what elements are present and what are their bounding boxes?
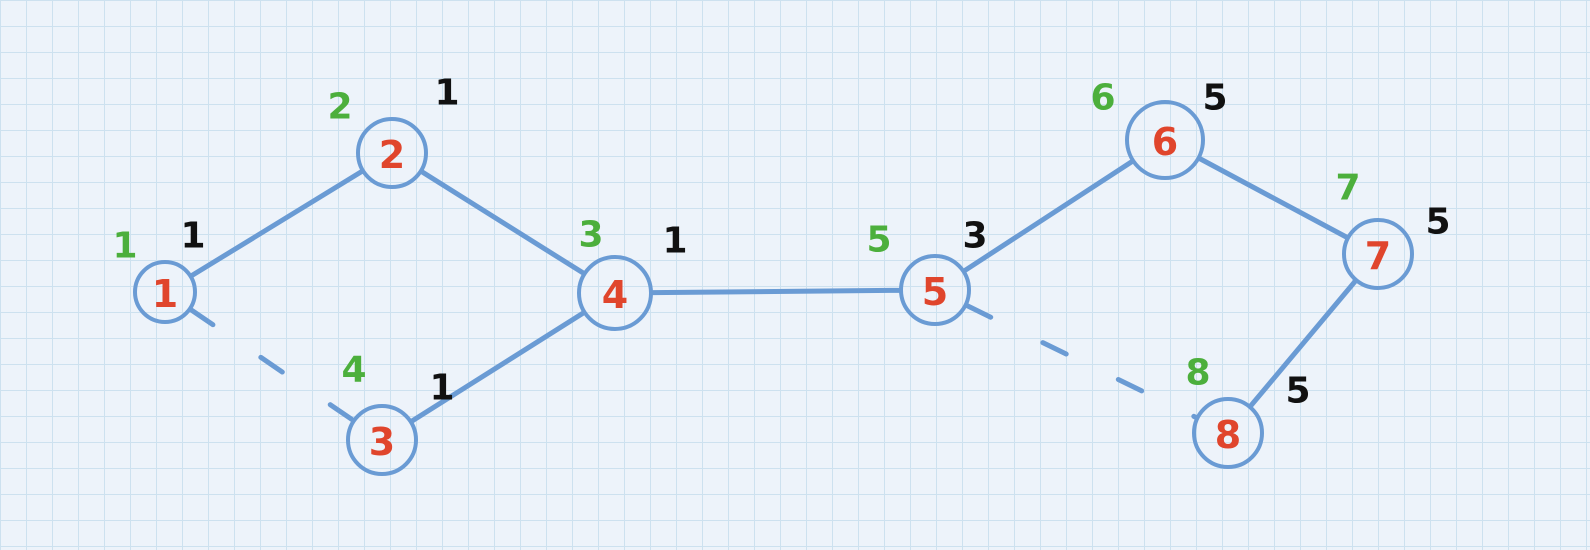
node-circle: [577, 255, 653, 331]
node-id-label: 3: [369, 420, 395, 464]
discovery-order-label: 3: [578, 215, 603, 256]
tree-edge-1-2: [189, 169, 364, 278]
discovery-order-label: 8: [1185, 353, 1210, 394]
node-circle: [1342, 218, 1414, 290]
tree-edge-7-8: [1248, 279, 1358, 408]
low-link-label: 1: [662, 221, 687, 262]
tree-edge-2-4: [419, 169, 586, 276]
discovery-order-label: 4: [341, 350, 366, 391]
node-id-label: 6: [1152, 120, 1178, 164]
discovery-order-label: 7: [1335, 168, 1360, 209]
low-link-label: 1: [429, 368, 454, 409]
node-7: 775: [1335, 168, 1451, 290]
node-8: 88 5: [1185, 353, 1311, 469]
node-id-label: 2: [379, 133, 405, 177]
edges-layer: [188, 156, 1358, 424]
discovery-order-label: 1: [112, 226, 137, 267]
low-link-label: 5: [1425, 202, 1450, 243]
tree-edge-6-7: [1197, 156, 1349, 240]
node-circle: [1125, 100, 1205, 180]
low-link-label: 5: [1202, 78, 1227, 119]
node-circle: [1192, 397, 1264, 469]
back-edge-1-3: [188, 307, 355, 423]
discovery-order-label: 2: [327, 87, 352, 128]
node-circle: [356, 117, 428, 189]
node-id-label: 4: [602, 273, 628, 317]
node-3: 34 1: [341, 350, 455, 476]
node-circle: [346, 404, 418, 476]
node-4: 4 3 1: [577, 215, 688, 331]
node-circle: [899, 254, 971, 326]
low-link-label: 5: [1285, 371, 1310, 412]
discovery-order-label: 6: [1090, 78, 1115, 119]
node-id-label: 5: [922, 270, 948, 314]
tree-edge-4-5: [650, 287, 902, 296]
tree-edge-5-6: [962, 159, 1134, 273]
back-edge-5-8: [964, 303, 1199, 420]
low-link-label: 1: [434, 73, 459, 114]
low-link-label: 3: [962, 216, 987, 257]
tree-edge-4-3: [409, 310, 586, 424]
node-id-label: 8: [1215, 413, 1241, 457]
node-id-label: 7: [1365, 234, 1391, 278]
discovery-order-label: 5: [866, 220, 891, 261]
low-link-label: 1: [180, 216, 205, 257]
node-id-label: 1: [152, 272, 178, 316]
node-circle: [133, 260, 197, 324]
